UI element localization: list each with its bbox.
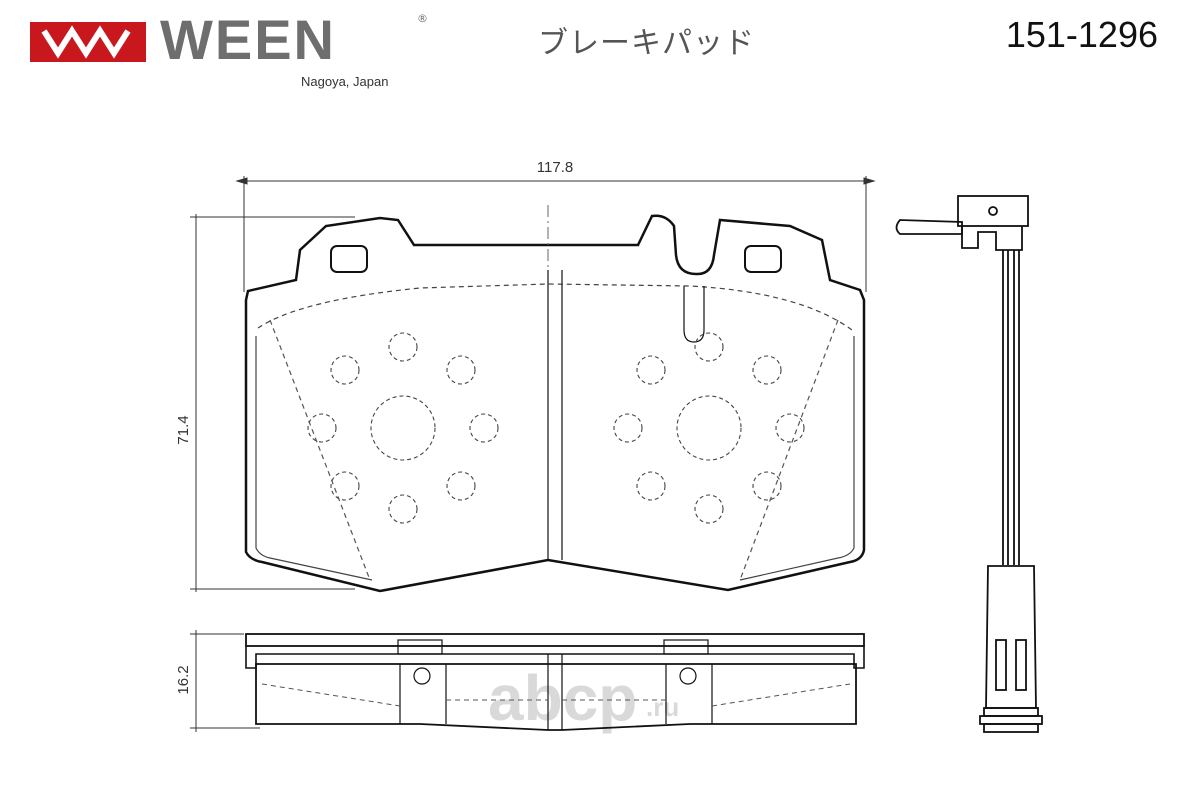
thickness-label: 16.2	[175, 665, 192, 694]
product-type: ブレーキパッド	[538, 26, 755, 61]
height-label: 71.4	[175, 415, 192, 444]
pad-front-view	[244, 205, 866, 593]
watermark-text: abcp	[488, 662, 637, 734]
watermark-suffix: .ru	[646, 692, 679, 722]
brand-name: WEEN	[160, 8, 336, 71]
part-number: 151-1296	[1005, 14, 1158, 55]
wear-sensor	[895, 195, 1043, 733]
height-dimension	[190, 214, 355, 592]
piston-pattern-left	[307, 332, 499, 524]
pad-side-view	[245, 633, 865, 731]
watermark: abcp .ru	[488, 662, 679, 734]
width-dimension	[235, 176, 876, 292]
registered-mark: ®	[417, 12, 428, 25]
ween-logo-icon	[30, 22, 146, 62]
width-label: 117.8	[537, 159, 573, 176]
thickness-dimension	[190, 630, 260, 732]
brand-origin: Nagoya, Japan	[301, 74, 389, 89]
piston-pattern-right	[613, 332, 805, 524]
